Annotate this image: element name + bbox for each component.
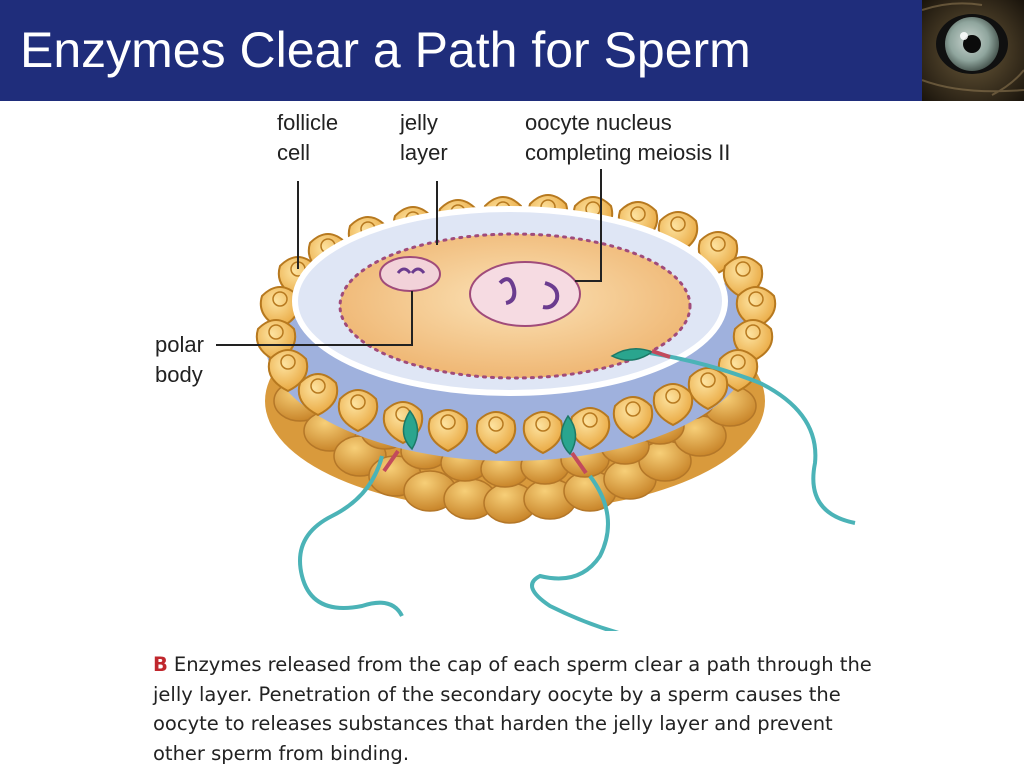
label-jelly-layer: jelly layer (400, 108, 448, 168)
sperm-group (298, 348, 856, 631)
label-oocyte-nucleus: oocyte nucleus completing meiosis II (525, 108, 730, 168)
caption-letter: B (153, 653, 168, 676)
label-oocyte-nucleus-line1: oocyte nucleus (525, 110, 672, 135)
caption-text: Enzymes released from the cap of each sp… (153, 653, 872, 765)
polar-body-shape (379, 256, 441, 292)
label-oocyte-nucleus-line2: completing meiosis II (525, 140, 731, 165)
eye-photo (922, 0, 1024, 101)
slide-title: Enzymes Clear a Path for Sperm (20, 22, 751, 78)
label-follicle-cell: follicle cell (277, 108, 338, 168)
label-polar-body: polar body (155, 330, 204, 390)
leader-lines (216, 169, 602, 346)
oocyte-nucleus (469, 261, 581, 327)
label-follicle-cell-line2: cell (277, 140, 311, 165)
label-polar-body-line1: polar (155, 332, 204, 357)
label-polar-body-line2: body (155, 362, 203, 387)
egg-diagram (216, 169, 856, 631)
label-jelly-layer-line1: jelly (400, 110, 438, 135)
title-bar: Enzymes Clear a Path for Sperm (0, 0, 922, 101)
polar-body-chromosomes (396, 267, 426, 274)
chromosome-right (542, 281, 560, 310)
label-jelly-layer-line2: layer (400, 140, 448, 165)
label-follicle-cell-line1: follicle (277, 110, 339, 135)
chromosome-left (498, 277, 517, 305)
